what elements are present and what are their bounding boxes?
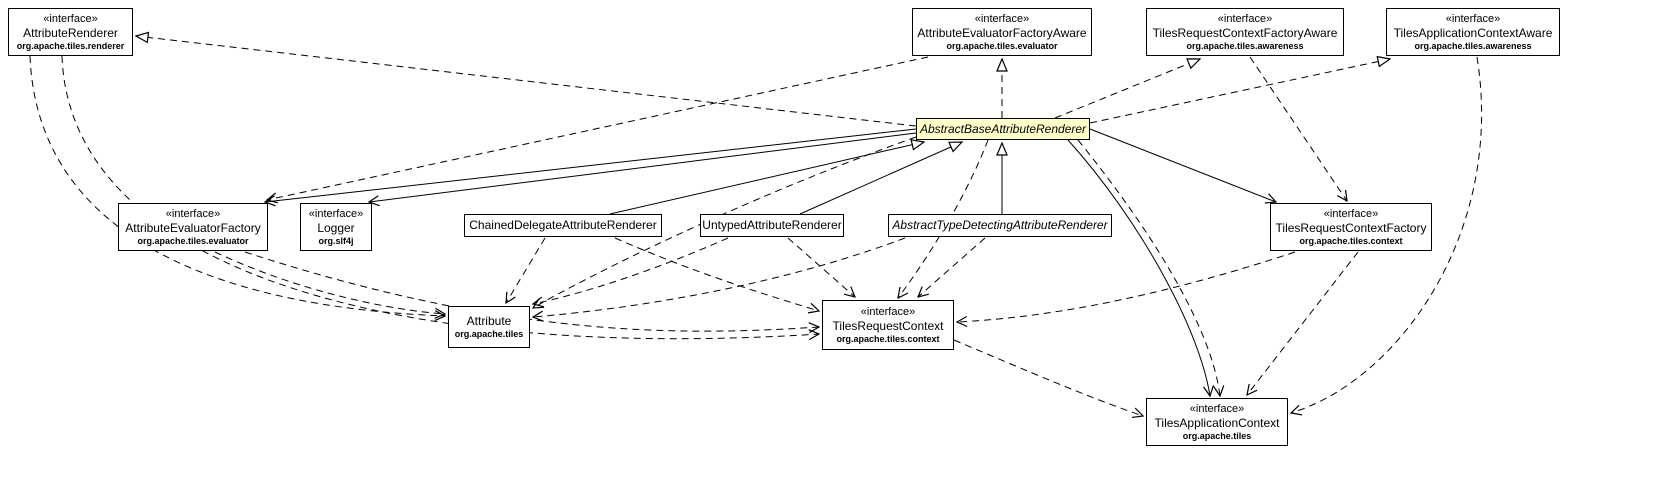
stereotype-label: «interface»: [43, 12, 98, 25]
edge-abstractbaseattributerenderer-implements-tilesapplicationcontextaware: [1089, 59, 1390, 124]
stereotype-label: «interface»: [1189, 402, 1245, 415]
edge-chaineddelegateattributerenderer-extends-abstractbaseattributerenderer: [609, 142, 924, 215]
edge-attributeevaluatorfactory-uses-tilesrequestcontext: [244, 251, 819, 331]
edge-abstractbaseattributerenderer-association-tilesapplicationcontext: [1067, 139, 1210, 396]
class-box-attributeevaluatorfactoryaware[interactable]: «interface» AttributeEvaluatorFactoryAwa…: [912, 8, 1092, 56]
class-box-logger[interactable]: «interface» Logger org.slf4j: [300, 203, 372, 251]
edge-abstractbaseattributerenderer-implements-tilesrequestcontextfactoryaware: [1054, 59, 1200, 119]
edge-attributeevaluatorfactoryaware-uses-attributeevaluatorfactory: [267, 56, 929, 200]
stereotype-label: «interface»: [165, 207, 221, 220]
class-box-tilesrequestcontextfactory[interactable]: «interface» TilesRequestContextFactory o…: [1270, 203, 1432, 251]
package-label: org.apache.tiles.renderer: [16, 40, 125, 51]
class-box-attribute[interactable]: Attribute org.apache.tiles: [448, 306, 530, 348]
edge-abstractbaseattributerenderer-association-attributeevaluatorfactory: [265, 128, 917, 202]
class-name: Logger: [317, 220, 355, 235]
edge-abstracttypedetectingattributerenderer-uses-tilesrequestcontext: [918, 237, 986, 297]
package-label: org.apache.tiles: [454, 328, 524, 339]
package-label: org.apache.tiles.context: [1299, 235, 1403, 246]
edge-attributerenderer-uses-attribute: [29, 55, 445, 316]
edge-abstractbaseattributerenderer-implements-attributerenderer: [136, 36, 917, 127]
edge-untypedattributerenderer-uses-attribute: [533, 237, 729, 304]
edge-abstractbaseattributerenderer-uses-attribute: [533, 136, 917, 308]
class-box-attributerenderer[interactable]: «interface» AttributeRenderer org.apache…: [8, 8, 133, 56]
class-box-attributeevaluatorfactory[interactable]: «interface» AttributeEvaluatorFactory or…: [118, 203, 268, 251]
edge-tilesrequestcontextfactory-uses-tilesapplicationcontext: [1247, 251, 1359, 395]
class-name: TilesRequestContextFactoryAware: [1152, 25, 1338, 40]
class-box-tilesrequestcontext[interactable]: «interface» TilesRequestContext org.apac…: [822, 300, 954, 350]
edge-abstracttypedetectingattributerenderer-uses-attribute: [533, 237, 906, 317]
edge-abstractbaseattributerenderer-uses-tilesapplicationcontext: [1077, 139, 1220, 396]
package-label: org.apache.tiles.context: [836, 333, 940, 344]
class-box-tilesrequestcontextfactoryaware[interactable]: «interface» TilesRequestContextFactoryAw…: [1146, 8, 1344, 56]
stereotype-label: «interface»: [860, 305, 916, 318]
class-name: AttributeEvaluatorFactory: [125, 220, 261, 235]
class-name: TilesApplicationContext: [1154, 415, 1280, 430]
stereotype-label: «interface»: [1323, 207, 1379, 220]
package-label: org.apache.tiles: [1182, 430, 1252, 441]
edge-untypedattributerenderer-extends-abstractbaseattributerenderer: [799, 142, 962, 215]
class-name: AttributeRenderer: [23, 25, 118, 40]
class-name: UntypedAttributeRenderer: [702, 218, 842, 233]
stereotype-label: «interface»: [1217, 12, 1273, 25]
edge-tilesapplicationcontextaware-uses-tilesapplicationcontext: [1291, 56, 1482, 413]
class-name: AbstractBaseAttributeRenderer: [919, 121, 1087, 136]
edge-tilesrequestcontextfactoryaware-uses-tilesrequestcontextfactory: [1249, 56, 1347, 201]
package-label: org.apache.tiles.awareness: [1414, 40, 1532, 51]
edge-tilesrequestcontextfactory-uses-tilesrequestcontext: [957, 251, 1296, 322]
stereotype-label: «interface»: [308, 207, 364, 220]
package-label: org.apache.tiles.awareness: [1186, 40, 1304, 51]
stereotype-label: «interface»: [1445, 12, 1501, 25]
edge-attributerenderer-uses-tilesrequestcontext: [61, 55, 819, 339]
class-name: Attribute: [466, 314, 512, 329]
class-name: ChainedDelegateAttributeRenderer: [469, 218, 657, 233]
stereotype-label: «interface»: [974, 12, 1030, 25]
class-box-chaineddelegateattributerenderer[interactable]: ChainedDelegateAttributeRenderer: [464, 214, 662, 237]
edge-untypedattributerenderer-uses-tilesrequestcontext: [787, 237, 855, 297]
edge-tilesrequestcontext-uses-tilesapplicationcontext: [953, 339, 1143, 416]
package-label: org.apache.tiles.evaluator: [137, 235, 249, 246]
class-name: TilesApplicationContextAware: [1393, 25, 1553, 40]
edge-abstractbaseattributerenderer-association-tilesrequestcontextfactory: [1089, 128, 1276, 202]
package-label: org.apache.tiles.evaluator: [946, 40, 1058, 51]
edge-abstractbaseattributerenderer-association-logger: [369, 132, 917, 202]
class-box-abstracttypedetectingattributerenderer[interactable]: AbstractTypeDetectingAttributeRenderer: [888, 214, 1112, 237]
class-box-tilesapplicationcontext[interactable]: «interface» TilesApplicationContext org.…: [1146, 398, 1288, 446]
package-label: org.slf4j: [318, 235, 354, 246]
class-box-tilesapplicationcontextaware[interactable]: «interface» TilesApplicationContextAware…: [1386, 8, 1560, 56]
class-box-abstractbaseattributerenderer[interactable]: AbstractBaseAttributeRenderer: [916, 118, 1090, 140]
edge-chaineddelegateattributerenderer-uses-tilesrequestcontext: [614, 237, 819, 311]
edge-chaineddelegateattributerenderer-uses-attribute: [506, 237, 546, 303]
class-box-untypedattributerenderer[interactable]: UntypedAttributeRenderer: [700, 214, 844, 237]
class-name: AbstractTypeDetectingAttributeRenderer: [892, 218, 1108, 233]
class-name: TilesRequestContextFactory: [1275, 220, 1427, 235]
class-name: TilesRequestContext: [832, 318, 944, 333]
edge-attributeevaluatorfactory-uses-attribute: [214, 251, 445, 314]
class-name: AttributeEvaluatorFactoryAware: [917, 25, 1087, 40]
